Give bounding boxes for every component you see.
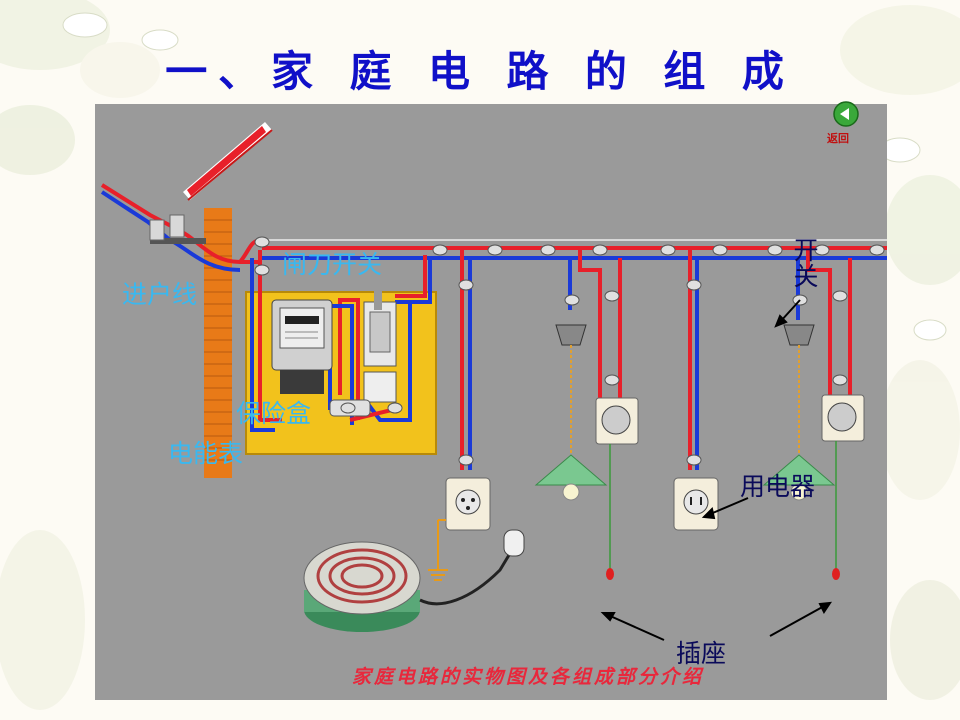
label-fuse: 保险盒 bbox=[236, 399, 312, 428]
label-knife-switch: 闸刀开关 bbox=[282, 250, 383, 279]
label-meter: 电能表 bbox=[168, 439, 244, 468]
plug-icon bbox=[503, 529, 525, 557]
knife-switch-icon bbox=[363, 290, 397, 403]
wire-insulators bbox=[254, 236, 885, 466]
lamp-icon bbox=[534, 324, 608, 501]
pointer-arrows bbox=[600, 299, 833, 641]
roof bbox=[183, 122, 273, 201]
board-wires bbox=[250, 250, 432, 432]
pull-switch-icon bbox=[595, 397, 639, 580]
stove-icon bbox=[303, 541, 421, 632]
insulator-bracket bbox=[149, 214, 206, 244]
label-incoming-line: 进户线 bbox=[122, 280, 198, 309]
socket-icon bbox=[445, 477, 491, 531]
socket-icon bbox=[673, 477, 719, 531]
slide-title: 一、家 庭 电 路 的 组 成 bbox=[165, 47, 795, 96]
main-bus-wires bbox=[262, 239, 887, 260]
back-arrow-icon[interactable] bbox=[824, 100, 868, 150]
back-button-label[interactable]: 返回 bbox=[827, 132, 849, 145]
label-appliance: 用电器 bbox=[740, 472, 816, 501]
lamp-icon bbox=[762, 324, 836, 501]
diagram-caption: 家庭电路的实物图及各组成部分介绍 bbox=[352, 666, 705, 688]
label-switch: 开关 bbox=[793, 236, 819, 291]
ground-icon bbox=[428, 519, 448, 581]
pull-switch-icon bbox=[821, 394, 865, 580]
electric-meter-icon bbox=[271, 299, 333, 394]
label-socket: 插座 bbox=[676, 639, 727, 668]
